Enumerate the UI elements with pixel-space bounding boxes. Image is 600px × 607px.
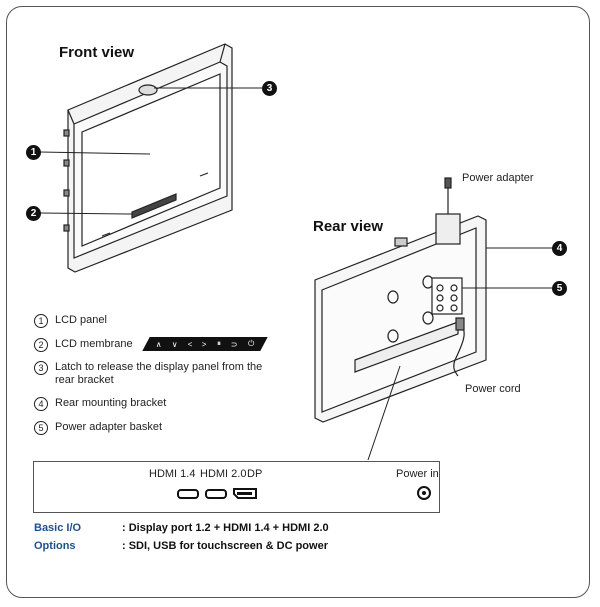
legend-text: Rear mounting bracket: [55, 397, 167, 409]
spec-key-options: Options: [34, 540, 76, 552]
hdmi20-label: HDMI 2.0: [200, 468, 247, 480]
membrane-menu-icon: ⏸: [216, 339, 221, 348]
membrane-left-icon: <: [187, 339, 193, 349]
legend-text: LCD membrane: [55, 338, 133, 350]
legend-number: 5: [34, 421, 48, 435]
callout-4: 4: [552, 241, 567, 256]
hdmi20-port-icon: [205, 489, 227, 499]
membrane-power-icon: ⏻: [247, 339, 254, 348]
power-adapter-label: Power adapter: [462, 172, 534, 184]
rear-view-title: Rear view: [313, 218, 384, 235]
legend-item-4: 4 Rear mounting bracket: [34, 397, 166, 411]
power-in-port-icon: [417, 486, 431, 500]
spec-key-basic-io: Basic I/O: [34, 522, 82, 534]
power-in-label: Power in: [396, 468, 439, 480]
outer-frame: [6, 6, 590, 598]
callout-1: 1: [26, 145, 41, 160]
dp-port-icon: [233, 488, 257, 499]
legend-text: Latch to release the display panel from …: [55, 361, 263, 386]
membrane-up-icon: ∧: [155, 339, 162, 349]
dp-label: DP: [247, 468, 263, 480]
membrane-down-icon: ∨: [171, 339, 178, 349]
callout-2: 2: [26, 206, 41, 221]
io-panel: HDMI 1.4 HDMI 2.0 DP Power in: [33, 461, 440, 513]
io-ports: [177, 486, 431, 500]
power-cord-label: Power cord: [465, 383, 521, 395]
front-monitor: [63, 43, 233, 273]
legend-item-2: 2 LCD membrane: [34, 338, 133, 352]
lcd-membrane-strip: ∧ ∨ < > ⏸ ⊃ ⏻: [142, 337, 268, 351]
legend-number: 4: [34, 397, 48, 411]
legend-number: 1: [34, 314, 48, 328]
hdmi14-port-icon: [177, 489, 199, 499]
legend-text: Power adapter basket: [55, 421, 163, 433]
membrane-back-icon: ⊃: [230, 339, 238, 349]
legend-number: 3: [34, 361, 48, 375]
hdmi14-label: HDMI 1.4: [149, 468, 196, 480]
monitor-illustration: [39, 43, 552, 460]
rear-monitor: [314, 177, 487, 423]
spec-value-basic-io: : Display port 1.2 + HDMI 1.4 + HDMI 2.0: [122, 522, 329, 534]
legend-item-1: 1 LCD panel: [34, 314, 107, 328]
legend-text: LCD panel: [55, 314, 107, 326]
front-view-title: Front view: [59, 44, 135, 61]
legend-item-5: 5 Power adapter basket: [34, 421, 162, 435]
legend-item-3: 3 Latch to release the display panel fro…: [34, 361, 274, 387]
spec-value-options: : SDI, USB for touchscreen & DC power: [122, 540, 328, 552]
callout-3: 3: [262, 81, 277, 96]
legend-number: 2: [34, 338, 48, 352]
membrane-right-icon: >: [202, 339, 207, 349]
callout-5: 5: [552, 281, 567, 296]
